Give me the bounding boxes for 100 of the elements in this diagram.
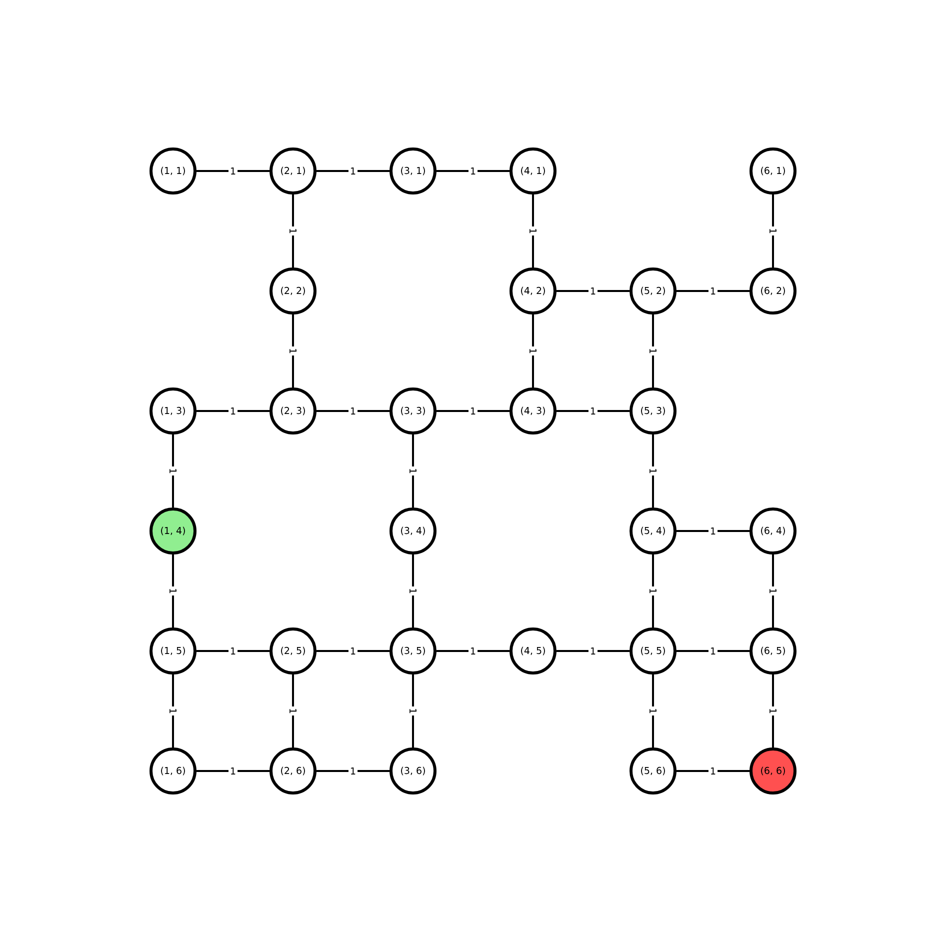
graph-node: (5, 3) (630, 387, 676, 434)
edge-label: 1 (408, 466, 418, 476)
edge-line (172, 674, 174, 748)
edge-line (676, 530, 750, 532)
edge-label: 1 (168, 706, 178, 716)
graph-node: (2, 1) (270, 147, 316, 194)
edge-line (292, 674, 294, 748)
graph-node: (4, 5) (510, 627, 556, 674)
edge-line (436, 170, 510, 172)
edge-line (652, 554, 654, 628)
edge-label: 1 (768, 706, 778, 716)
edge-line (676, 650, 750, 652)
edge-label: 1 (528, 346, 538, 356)
edge-line (676, 770, 750, 772)
edge-label: 1 (768, 586, 778, 596)
edge-line (196, 770, 270, 772)
edge-label: 1 (228, 406, 238, 416)
edge-label: 1 (648, 586, 658, 596)
graph-node: (2, 5) (270, 627, 316, 674)
edge-label: 1 (588, 286, 598, 296)
graph-node: (4, 2) (510, 267, 556, 314)
edge-label: 1 (348, 766, 358, 776)
edge-label: 1 (468, 646, 478, 656)
graph-node: (5, 2) (630, 267, 676, 314)
edge-label: 1 (348, 166, 358, 176)
edge-label: 1 (168, 586, 178, 596)
edge-label: 1 (288, 706, 298, 716)
graph-node: (4, 3) (510, 387, 556, 434)
edge-line (676, 290, 750, 292)
edge-label: 1 (708, 646, 718, 656)
edge-line (316, 650, 390, 652)
edge-line (772, 194, 774, 268)
edge-line (556, 650, 630, 652)
edge-line (652, 434, 654, 508)
graph-node: (1, 4) (150, 507, 196, 554)
edge-label: 1 (408, 706, 418, 716)
edge-label: 1 (468, 166, 478, 176)
edge-line (172, 434, 174, 508)
graph-node: (5, 6) (630, 747, 676, 794)
edge-line (772, 554, 774, 628)
edge-label: 1 (228, 166, 238, 176)
edge-line (412, 434, 414, 508)
graph-node: (3, 6) (390, 747, 436, 794)
edge-label: 1 (648, 706, 658, 716)
edge-line (532, 314, 534, 388)
edge-line (316, 410, 390, 412)
edge-label: 1 (588, 406, 598, 416)
edge-label: 1 (408, 586, 418, 596)
edge-label: 1 (288, 346, 298, 356)
edge-label: 1 (228, 646, 238, 656)
edge-line (412, 554, 414, 628)
graph-node: (1, 1) (150, 147, 196, 194)
edge-label: 1 (708, 766, 718, 776)
graph-node: (6, 2) (750, 267, 796, 314)
edge-line (652, 314, 654, 388)
edge-label: 1 (648, 346, 658, 356)
graph-node: (6, 1) (750, 147, 796, 194)
edge-label: 1 (708, 286, 718, 296)
graph-node: (6, 6) (750, 747, 796, 794)
graph-node: (1, 3) (150, 387, 196, 434)
graph-node: (1, 5) (150, 627, 196, 674)
graph-node: (6, 4) (750, 507, 796, 554)
edge-line (196, 650, 270, 652)
graph-node: (3, 5) (390, 627, 436, 674)
graph-node: (5, 5) (630, 627, 676, 674)
graph-node: (2, 2) (270, 267, 316, 314)
edge-line (172, 554, 174, 628)
graph-node: (2, 3) (270, 387, 316, 434)
graph-node: (1, 6) (150, 747, 196, 794)
graph-node: (5, 4) (630, 507, 676, 554)
edge-label: 1 (528, 226, 538, 236)
graph-node: (4, 1) (510, 147, 556, 194)
edge-line (412, 674, 414, 748)
edge-label: 1 (468, 406, 478, 416)
edge-label: 1 (228, 766, 238, 776)
edge-line (316, 770, 390, 772)
graph-node: (3, 3) (390, 387, 436, 434)
edge-label: 1 (768, 226, 778, 236)
edge-line (292, 314, 294, 388)
graph-node: (3, 4) (390, 507, 436, 554)
edge-line (196, 170, 270, 172)
edge-label: 1 (348, 406, 358, 416)
edge-line (532, 194, 534, 268)
graph-node: (2, 6) (270, 747, 316, 794)
edge-label: 1 (648, 466, 658, 476)
edge-line (772, 674, 774, 748)
edge-line (436, 410, 510, 412)
edge-line (292, 194, 294, 268)
edge-label: 1 (288, 226, 298, 236)
edge-label: 1 (348, 646, 358, 656)
edge-line (196, 410, 270, 412)
graph-node: (6, 5) (750, 627, 796, 674)
edge-line (556, 290, 630, 292)
edge-line (316, 170, 390, 172)
edge-label: 1 (168, 466, 178, 476)
edge-line (652, 674, 654, 748)
edge-line (436, 650, 510, 652)
graph-node: (3, 1) (390, 147, 436, 194)
edge-line (556, 410, 630, 412)
edge-label: 1 (588, 646, 598, 656)
